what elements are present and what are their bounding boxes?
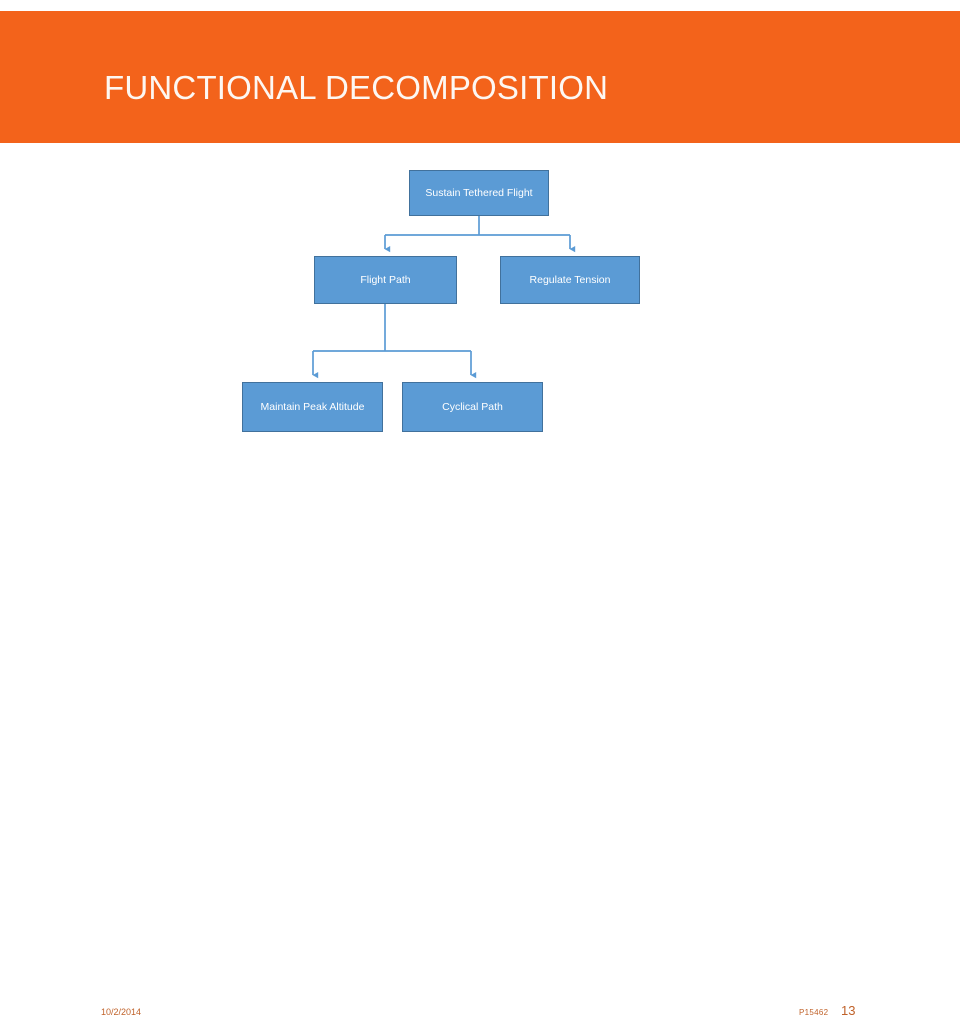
- connector-lines: [312, 216, 576, 379]
- diagram-node-cyclical-path[interactable]: Cyclical Path: [402, 382, 543, 432]
- diagram-node-maintain-peak-altitude[interactable]: Maintain Peak Altitude: [242, 382, 383, 432]
- edge-flightpath-to-level3: [312, 304, 477, 379]
- footer-date: 10/2/2014: [101, 1007, 142, 1017]
- diagram-node-label: Sustain Tethered Flight: [425, 186, 533, 199]
- diagram-node-root[interactable]: Sustain Tethered Flight: [409, 170, 549, 216]
- title-banner: FUNCTIONAL DECOMPOSITION: [0, 11, 960, 143]
- functional-decomposition-diagram: Sustain Tethered Flight Flight Path Regu…: [0, 143, 960, 493]
- page-title: FUNCTIONAL DECOMPOSITION: [104, 69, 609, 106]
- footer-project-code: P15462: [799, 1008, 829, 1017]
- edge-root-to-level2: [384, 216, 576, 253]
- diagram-node-label: Maintain Peak Altitude: [260, 400, 365, 413]
- diagram-node-flight-path[interactable]: Flight Path: [314, 256, 457, 304]
- diagram-node-label: Flight Path: [360, 273, 411, 286]
- diagram-node-label: Cyclical Path: [442, 400, 503, 413]
- diagram-node-label: Regulate Tension: [529, 273, 611, 286]
- footer-slide-number: 13: [841, 1003, 856, 1018]
- diagram-node-regulate-tension[interactable]: Regulate Tension: [500, 256, 640, 304]
- slide-footer: 10/2/2014 P15462 13: [0, 493, 960, 1018]
